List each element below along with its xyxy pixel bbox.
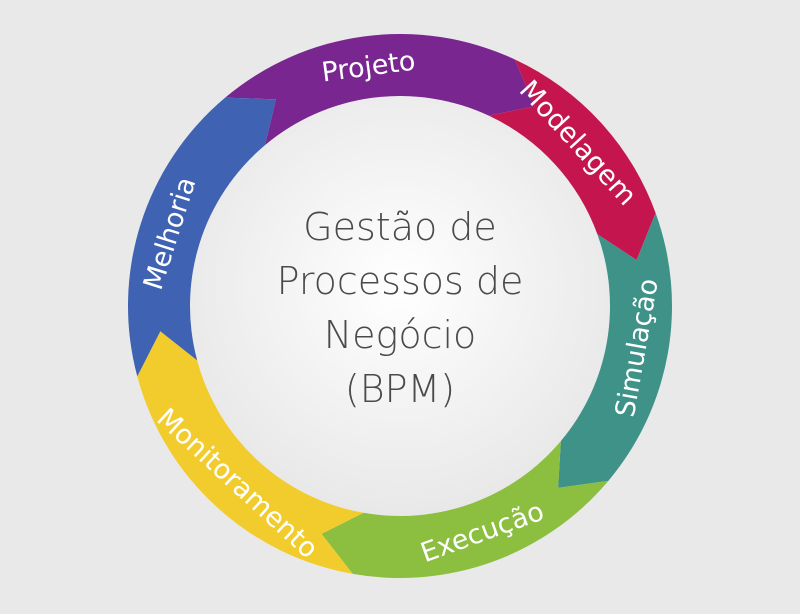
center-title-line-1: Gestão de bbox=[303, 205, 497, 249]
center-title-line-2: Processos de bbox=[276, 259, 524, 303]
center-title-line-4: (BPM) bbox=[344, 367, 456, 411]
cycle-segments bbox=[128, 33, 672, 579]
center-title-line-3: Negócio bbox=[323, 313, 477, 357]
segment-6 bbox=[128, 97, 276, 377]
segment-4 bbox=[321, 440, 609, 579]
segment-5 bbox=[137, 331, 364, 574]
segment-3 bbox=[558, 212, 672, 488]
segment-1 bbox=[225, 33, 535, 146]
center-disc bbox=[190, 96, 610, 516]
center-title: Gestão de Processos de Negócio (BPM) bbox=[230, 200, 570, 416]
segment-2 bbox=[488, 59, 656, 261]
